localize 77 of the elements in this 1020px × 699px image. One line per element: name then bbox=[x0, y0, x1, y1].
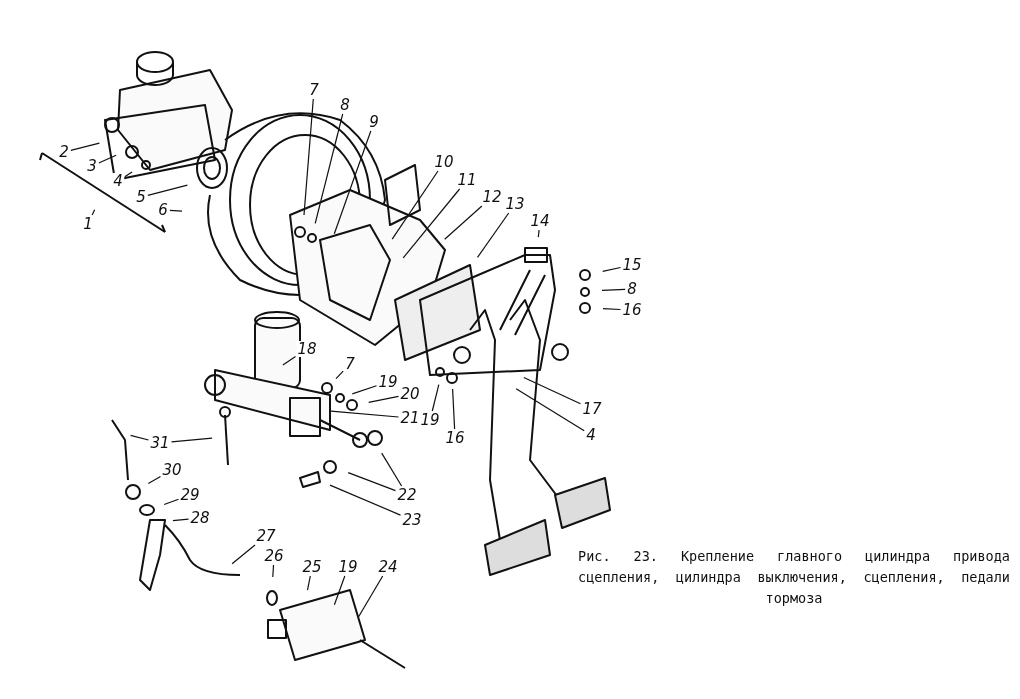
callout-number: 21 bbox=[399, 410, 421, 426]
callout-number: 1 bbox=[82, 216, 94, 232]
leader-line bbox=[358, 575, 384, 618]
callout-number: 22 bbox=[396, 487, 418, 503]
leader-line bbox=[306, 575, 311, 591]
leader-line bbox=[282, 356, 297, 366]
leader-line bbox=[70, 142, 100, 151]
callout-number: 27 bbox=[255, 528, 277, 544]
leader-line bbox=[602, 266, 622, 272]
leader-line bbox=[91, 209, 96, 216]
leader-line bbox=[537, 229, 540, 238]
callout-number: 30 bbox=[161, 462, 183, 478]
leader-line bbox=[170, 437, 213, 443]
callout-number: 19 bbox=[337, 559, 359, 575]
callout-number: 25 bbox=[301, 559, 323, 575]
callout-number: 29 bbox=[179, 487, 201, 503]
leader-line bbox=[444, 205, 483, 240]
callout-number: 28 bbox=[189, 510, 211, 526]
leader-line bbox=[98, 154, 117, 164]
callout-number: 7 bbox=[344, 356, 356, 372]
callout-number: 31 bbox=[149, 435, 171, 451]
leader-line bbox=[602, 308, 622, 311]
callout-number: 16 bbox=[444, 430, 466, 446]
leader-line bbox=[130, 434, 150, 441]
leader-line bbox=[314, 113, 344, 224]
leader-line bbox=[347, 472, 397, 492]
callout-number: 10 bbox=[433, 154, 455, 170]
leader-line bbox=[476, 212, 510, 258]
callout-number: 14 bbox=[529, 213, 551, 229]
leader-line bbox=[303, 98, 314, 216]
leader-line bbox=[124, 171, 133, 178]
callout-number: 17 bbox=[581, 401, 603, 417]
callout-number: 8 bbox=[626, 281, 638, 297]
callout-number: 2 bbox=[58, 144, 70, 160]
callout-number: 12 bbox=[481, 189, 503, 205]
leader-line bbox=[523, 376, 582, 405]
leader-line bbox=[333, 575, 346, 606]
leader-line bbox=[515, 388, 585, 432]
callout-number: 19 bbox=[419, 412, 441, 428]
callout-number: 6 bbox=[157, 202, 169, 218]
callout-number: 19 bbox=[377, 374, 399, 390]
leader-line bbox=[272, 564, 275, 578]
leader-line bbox=[351, 385, 378, 395]
leader-line bbox=[329, 484, 402, 516]
leader-line bbox=[330, 410, 400, 418]
callout-number: 13 bbox=[504, 196, 526, 212]
callout-number: 7 bbox=[308, 82, 320, 98]
leader-line bbox=[452, 388, 456, 430]
figure-caption: Рис. 23. Крепление главного цилиндра привода сцепления, цилиндра выключения, сцепления, педали тормоза bbox=[578, 547, 1010, 608]
callout-number: 5 bbox=[135, 189, 147, 205]
leader-line bbox=[335, 370, 344, 380]
callout-number: 3 bbox=[86, 158, 98, 174]
leader-line bbox=[391, 170, 439, 240]
callout-number: 9 bbox=[368, 114, 380, 130]
leader-line bbox=[381, 452, 403, 487]
leader-line bbox=[333, 130, 372, 235]
callout-number: 23 bbox=[401, 512, 423, 528]
callout-number: 16 bbox=[621, 302, 643, 318]
callout-number: 15 bbox=[621, 257, 643, 273]
leader-line bbox=[368, 395, 400, 403]
leader-line bbox=[231, 544, 256, 565]
callout-number: 4 bbox=[112, 173, 124, 189]
callout-number: 8 bbox=[339, 97, 351, 113]
leader-line bbox=[601, 288, 626, 291]
callout-number: 18 bbox=[296, 341, 318, 357]
leader-line bbox=[169, 209, 183, 212]
leader-line bbox=[163, 498, 180, 506]
leader-line bbox=[402, 188, 461, 259]
leader-line bbox=[147, 476, 162, 485]
leader-line bbox=[172, 518, 190, 522]
callout-number: 11 bbox=[456, 172, 478, 188]
callout-number: 4 bbox=[585, 427, 597, 443]
leader-line bbox=[431, 384, 440, 412]
callout-number: 20 bbox=[399, 386, 421, 402]
callout-number: 26 bbox=[263, 548, 285, 564]
callout-number: 24 bbox=[377, 559, 399, 575]
leader-line bbox=[147, 184, 188, 196]
